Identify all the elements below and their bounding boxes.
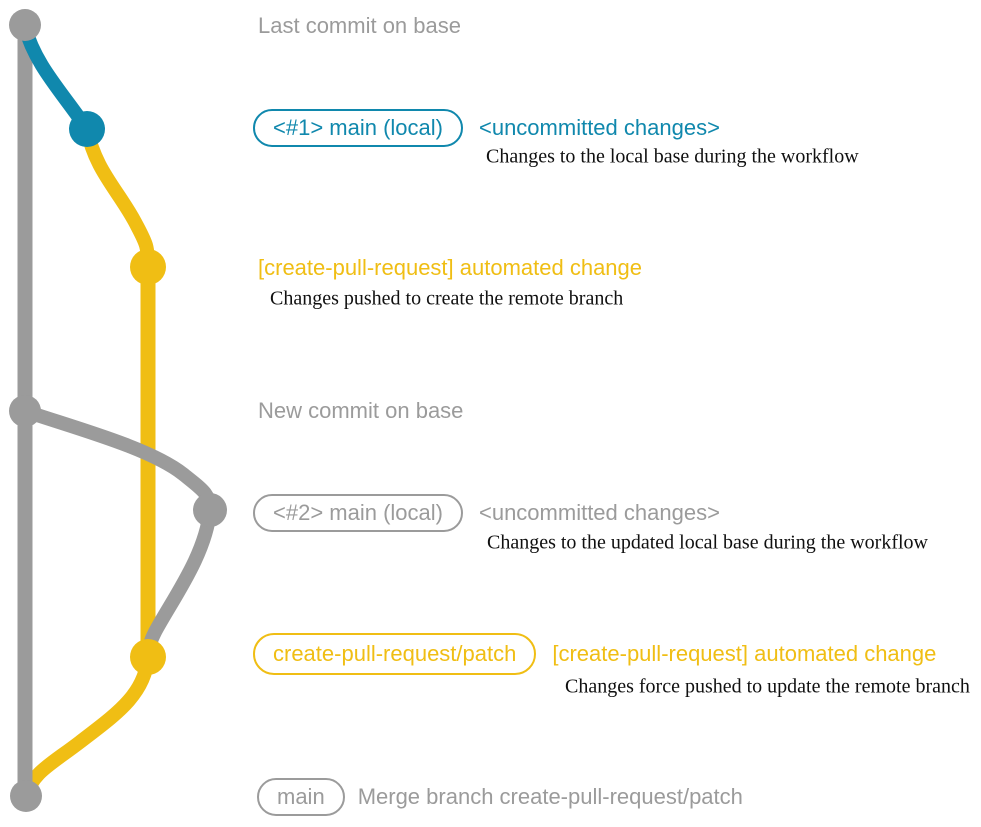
note-force-pushed-update-remote: Changes force pushed to update the remot… (565, 675, 970, 698)
branch-badge-main-local-2: <#2> main (local) (253, 494, 463, 532)
note-local-base-changes: Changes to the local base during the wor… (486, 145, 859, 168)
note-pushed-create-remote: Changes pushed to create the remote bran… (270, 287, 624, 310)
branch-badge-main: main (257, 778, 345, 816)
commit-dot-local-1 (69, 111, 105, 147)
branch-badge-create-pull-request-patch: create-pull-request/patch (253, 633, 537, 675)
status-uncommitted-changes-1: <uncommitted changes> (478, 115, 720, 140)
commit-dot-local-2 (193, 493, 227, 527)
row-local-main-2: <#2> main (local) <uncommitted changes> (253, 494, 720, 532)
commit-message-automated-change-2: [create-pull-request] automated change (552, 641, 937, 666)
commit-dot-last-base (9, 9, 41, 41)
commit-message-automated-change-1: [create-pull-request] automated change (258, 255, 643, 280)
row-patch-branch: create-pull-request/patch [create-pull-r… (253, 633, 936, 675)
heading-new-commit: New commit on base (258, 398, 464, 423)
note-updated-local-base-changes: Changes to the updated local base during… (487, 531, 928, 554)
gray-branch-curve-out (18, 404, 217, 517)
heading-last-commit: Last commit on base (258, 13, 461, 38)
commit-dot-new-base (9, 395, 41, 427)
status-uncommitted-changes-2: <uncommitted changes> (478, 500, 720, 525)
commit-dot-patch-2 (130, 639, 166, 675)
git-graph (9, 9, 227, 812)
branch-badge-main-local-1: <#1> main (local) (253, 109, 463, 147)
gray-branch-curve-rebase (141, 503, 217, 664)
commit-dot-merge (10, 780, 42, 812)
row-local-main-1: <#1> main (local) <uncommitted changes> (253, 109, 720, 147)
yellow-branch-merge-curve (19, 650, 155, 803)
commit-dot-patch-1 (130, 249, 166, 285)
yellow-branch-curve-from-local (80, 122, 155, 274)
commit-message-merge: Merge branch create-pull-request/patch (357, 784, 743, 809)
row-merge-main: main Merge branch create-pull-request/pa… (257, 778, 743, 816)
